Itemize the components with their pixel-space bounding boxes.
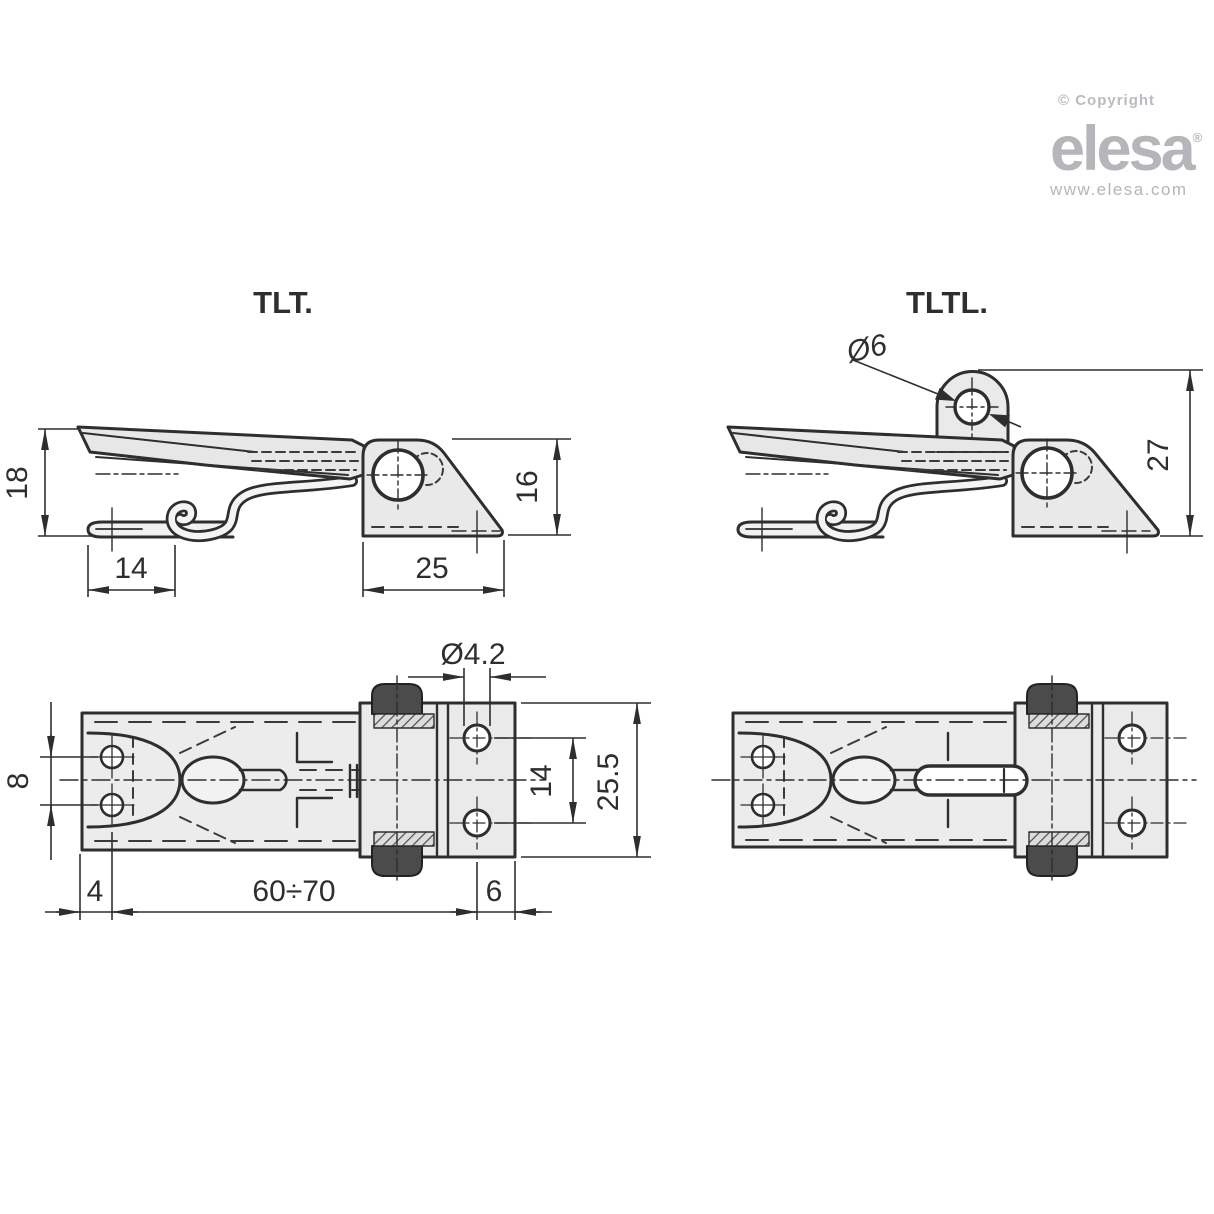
tlt-top-view <box>59 675 546 885</box>
brand-block: © Copyright elesa® www.elesa.com <box>1050 92 1210 200</box>
elesa-logo: elesa® <box>1050 109 1210 181</box>
view-title-tlt: TLT. <box>253 285 313 320</box>
dim-label-plate-span: 25.5 <box>592 753 625 811</box>
dim-label-hole-spacing-left: 8 <box>2 773 35 790</box>
dim-label-edge-offset: 4 <box>87 875 104 908</box>
website-text: www.elesa.com <box>1050 180 1188 199</box>
dim-label-bracket-height: 16 <box>511 470 544 503</box>
tlt-top-dimensions <box>40 668 651 920</box>
tltl-side-dimensions <box>852 359 1203 537</box>
tltl-top-pin-nut-top <box>1026 683 1078 715</box>
tlt-side-view <box>76 425 504 554</box>
tltl-top-view <box>711 675 1197 885</box>
dim-label-bracket-base: 25 <box>415 552 448 585</box>
dim-label-overall-height: 27 <box>1142 438 1175 471</box>
dim-label-hole-dia: Ø4.2 <box>440 638 505 671</box>
tlt-top-pin-nut-top <box>371 683 423 715</box>
elesa-logo-text: elesa <box>1050 114 1196 184</box>
dim-label-catch-width: 14 <box>114 552 147 585</box>
registered-mark: ® <box>1192 130 1203 145</box>
copyright-text: © Copyright <box>1058 92 1156 109</box>
dim-label-lever-height: 18 <box>1 466 34 499</box>
tlt-side-dimensions <box>38 428 571 597</box>
dim-label-length-range: 60÷70 <box>252 875 335 908</box>
dim-label-plate-hole-spacing: 14 <box>525 764 558 797</box>
dim-label-padlock-hole: Ø6 <box>843 328 891 369</box>
tltl-side-view <box>726 370 1160 554</box>
view-title-tltl: TLTL. <box>906 285 988 320</box>
dim-label-end-offset: 6 <box>486 875 503 908</box>
